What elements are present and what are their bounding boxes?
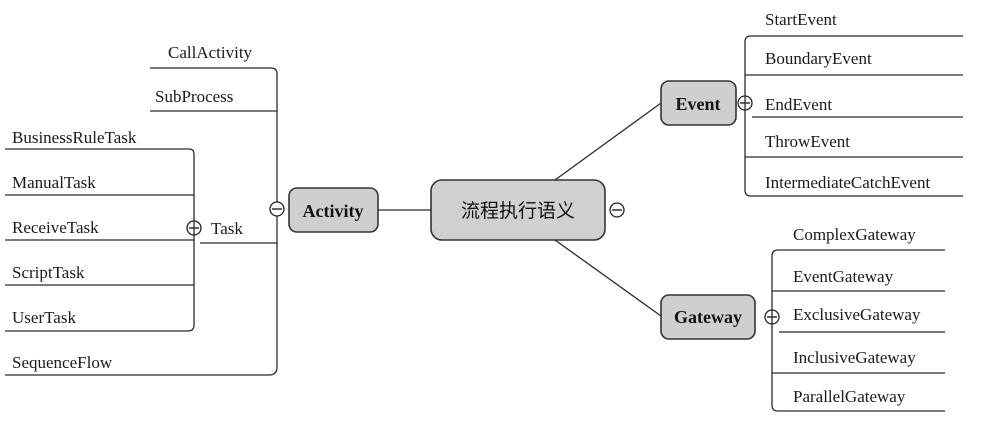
task-item-usertask[interactable]: UserTask — [12, 308, 76, 327]
activity-collapse-icon[interactable] — [269, 201, 285, 217]
gateway-item-eventgateway[interactable]: EventGateway — [793, 267, 894, 286]
task-item-scripttask[interactable]: ScriptTask — [12, 263, 85, 282]
event-item-throwevent[interactable]: ThrowEvent — [765, 132, 850, 151]
gateway-item-exclusivegateway[interactable]: ExclusiveGateway — [793, 305, 921, 324]
connector-root-gateway — [554, 239, 662, 317]
task-item-manualtask[interactable]: ManualTask — [12, 173, 96, 192]
event-item-endevent[interactable]: EndEvent — [765, 95, 832, 114]
activity-item-callactivity[interactable]: CallActivity — [168, 43, 253, 62]
task-node-label[interactable]: Task — [211, 219, 243, 238]
event-node-label: Event — [676, 94, 721, 114]
gateway-item-parallelgateway[interactable]: ParallelGateway — [793, 387, 906, 406]
event-node[interactable]: Event — [660, 80, 737, 126]
activity-node[interactable]: Activity — [288, 187, 379, 233]
gateway-node-label: Gateway — [674, 307, 742, 327]
gateway-item-inclusivegateway[interactable]: InclusiveGateway — [793, 348, 916, 367]
root-collapse-icon[interactable] — [609, 202, 625, 218]
event-item-startevent[interactable]: StartEvent — [765, 10, 837, 29]
root-node[interactable]: 流程执行语义 — [430, 179, 606, 241]
root-node-label: 流程执行语义 — [461, 200, 575, 222]
activity-item-sequenceflow[interactable]: SequenceFlow — [12, 353, 113, 372]
activity-node-label: Activity — [303, 201, 364, 221]
connector-root-event — [554, 102, 662, 181]
activity-item-subprocess[interactable]: SubProcess — [155, 87, 233, 106]
gateway-node[interactable]: Gateway — [660, 294, 756, 340]
event-item-boundaryevent[interactable]: BoundaryEvent — [765, 49, 872, 68]
task-item-receivetask[interactable]: ReceiveTask — [12, 218, 99, 237]
event-item-intermediatecatchevent[interactable]: IntermediateCatchEvent — [765, 173, 930, 192]
gateway-item-complexgateway[interactable]: ComplexGateway — [793, 225, 916, 244]
task-item-businessruletask[interactable]: BusinessRuleTask — [12, 128, 137, 147]
